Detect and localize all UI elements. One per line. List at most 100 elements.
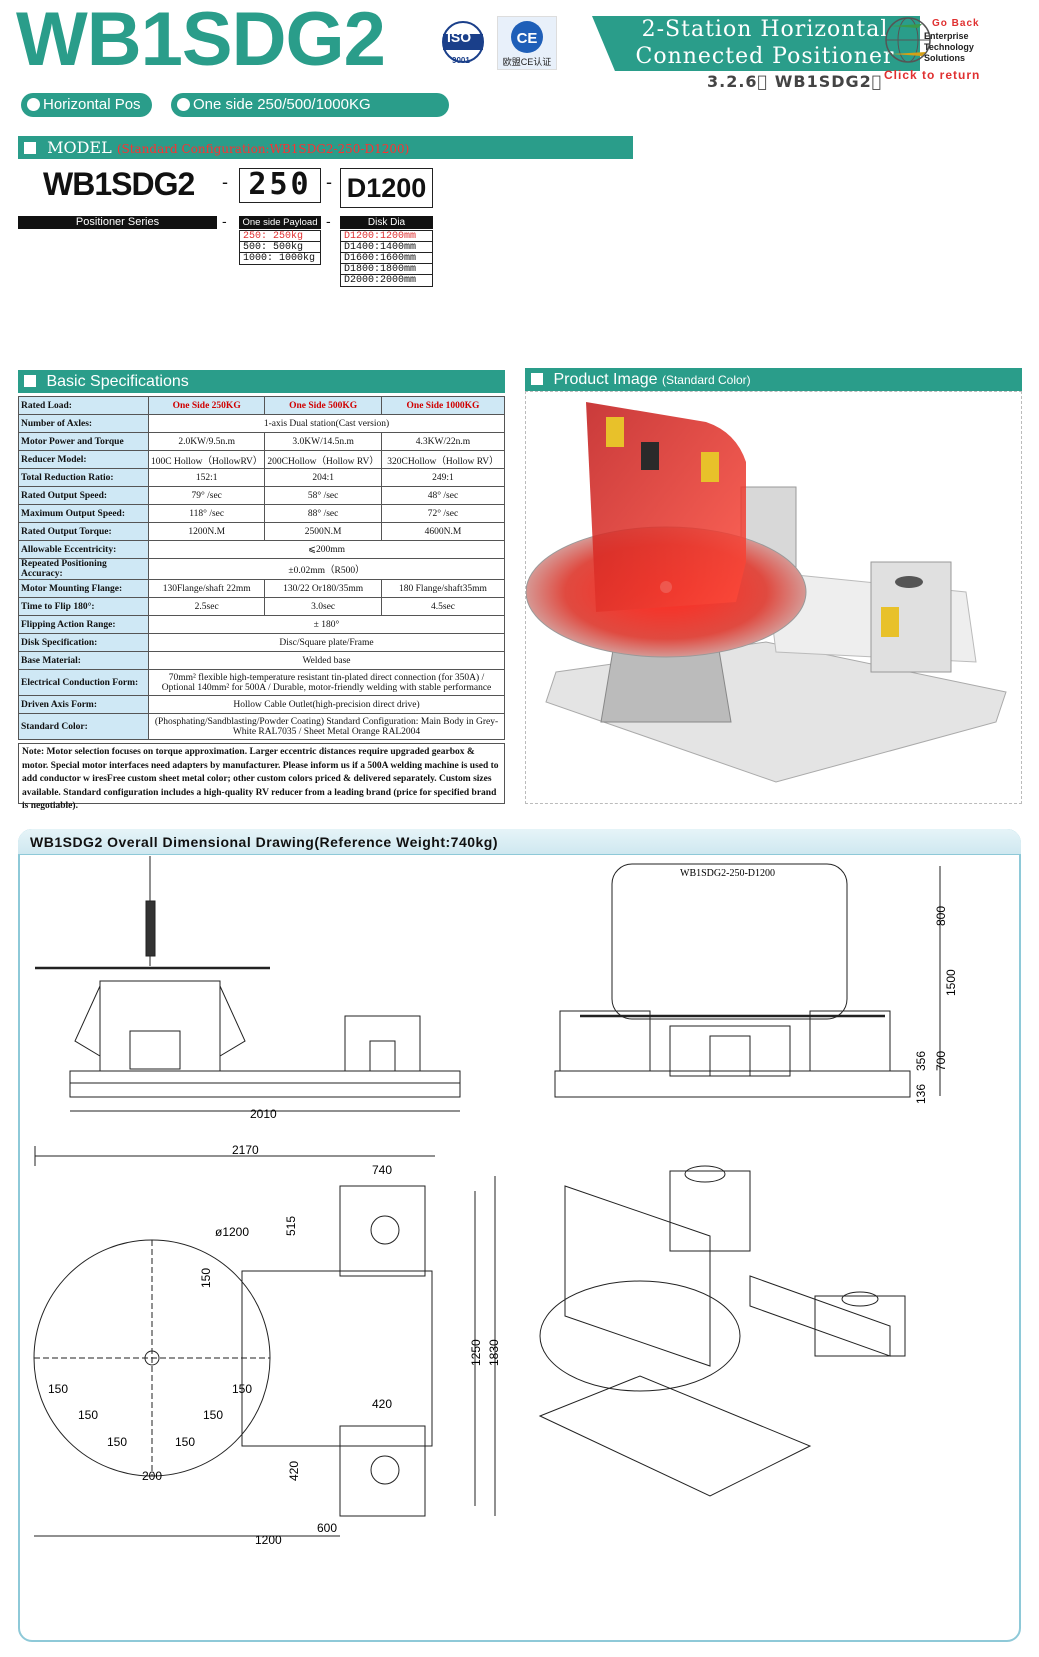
dim-740: 740 — [372, 1163, 392, 1177]
payload-option: 250: 250kg — [239, 230, 321, 242]
table-row: Number of Axles:1-axis Dual station(Cast… — [18, 414, 505, 433]
spec-value: 152:1 — [147, 468, 266, 487]
product-label: Product Image — [553, 371, 658, 388]
table-row: Electrical Conduction Form:70mm² flexibl… — [18, 669, 505, 696]
model-standard-note: (Standard Configuration:WB1SDG2-250-D120… — [116, 142, 410, 156]
section-reference: 3.2.6  WB1SDG2  — [707, 72, 883, 91]
disk-option: D1800:1800mm — [340, 263, 433, 275]
spec-value: 4600N.M — [380, 522, 506, 541]
spec-value: 100C Hollow（HollowRV） — [147, 450, 266, 469]
spec-value: 200CHollow（Hollow RV） — [264, 450, 382, 469]
dash-1: - — [222, 172, 228, 192]
table-row: Flipping Action Range:± 180° — [18, 615, 505, 634]
spec-value: 88° /sec — [264, 504, 382, 523]
dim-200: 200 — [142, 1469, 162, 1483]
disk-option: D1400:1400mm — [340, 241, 433, 253]
table-row: Rated Load: One Side 250KG One Side 500K… — [18, 396, 506, 415]
spec-value: 3.0KW/14.5n.m — [264, 432, 382, 451]
spec-label: Disk Specification: — [18, 633, 149, 652]
spec-label: Driven Axis Form: — [18, 695, 149, 714]
disk-option: D1600:1600mm — [340, 252, 433, 264]
spec-value: 2.5sec — [147, 597, 266, 616]
spec-label: Reducer Model: — [18, 450, 149, 469]
spec-value: 48° /sec — [380, 486, 506, 505]
spec-value: 2.0KW/9.5n.m — [147, 432, 266, 451]
dash-3: - — [222, 213, 227, 229]
dim-420-horizontal: 420 — [372, 1397, 392, 1411]
side-view-label: WB1SDG2-250-D1200 — [680, 868, 775, 879]
spec-value: 4.5sec — [380, 597, 506, 616]
spec-label: Total Reduction Ratio: — [18, 468, 149, 487]
disk-code-box: D1200 — [340, 168, 433, 208]
product-color-note: (Standard Color) — [661, 373, 751, 387]
spec-label: Rated Load: — [18, 396, 149, 415]
dim-800: 800 — [934, 906, 948, 926]
disk-option: D1200:1200mm — [340, 230, 433, 242]
spec-value: 118° /sec — [147, 504, 266, 523]
go-back-text: Go Back — [932, 18, 980, 29]
page-title: WB1SDG2 — [16, 0, 386, 82]
spec-label: Motor Power and Torque — [18, 432, 149, 451]
spec-value: ⩽200mm — [148, 540, 505, 559]
specs-section-bar: Basic Specifications — [18, 370, 505, 393]
payload-pill: One side 250/500/1000KG — [171, 93, 449, 117]
table-row: Driven Axis Form:Hollow Cable Outlet(hig… — [18, 695, 505, 714]
spec-value: Disc/Square plate/Frame — [148, 633, 505, 652]
section-square-icon — [24, 142, 36, 154]
dim-150: 150 — [175, 1435, 195, 1449]
dim-diameter: ø1200 — [215, 1225, 249, 1239]
click-to-return[interactable]: Click to return — [884, 68, 981, 82]
spec-value: 204:1 — [264, 468, 382, 487]
spec-value: 70mm² flexible high-temperature resistan… — [148, 669, 505, 696]
dim-420-vertical: 420 — [287, 1461, 301, 1481]
globe-logo-icon — [885, 17, 931, 63]
spec-label: Motor Mounting Flange: — [18, 579, 149, 598]
ce-label: 欧盟CE认证 — [502, 56, 552, 67]
spec-value: Hollow Cable Outlet(high-precision direc… — [148, 695, 505, 714]
series-label-bar: Positioner Series — [18, 216, 217, 229]
iso-badge-icon — [442, 21, 484, 63]
payload-option: 500: 500kg — [239, 241, 321, 253]
spec-value: 79° /sec — [147, 486, 266, 505]
spec-value: 3.0sec — [264, 597, 382, 616]
dim-1500: 1500 — [944, 969, 958, 996]
dim-150: 150 — [107, 1435, 127, 1449]
spec-table: Rated Load: One Side 250KG One Side 500K… — [18, 396, 506, 740]
spec-value: 1200N.M — [147, 522, 266, 541]
iso-logo: ISO 9001 — [433, 16, 493, 68]
positioner-render-image — [525, 402, 1007, 783]
dimensional-drawing: 2010 WB1SDG2-250-D1200 800 1500 356 700 … — [33, 856, 958, 1547]
banner-line-1: 2-Station Horizontal — [641, 17, 889, 42]
spec-value: (Phosphating/Sandblasting/Powder Coating… — [148, 713, 505, 740]
table-row: Repeated Positioning Accuracy:±0.02mm（R5… — [18, 558, 505, 580]
table-row: Motor Mounting Flange:130Flange/shaft 22… — [18, 579, 506, 598]
dim-356: 356 — [914, 1051, 928, 1071]
spec-label: Repeated Positioning Accuracy: — [18, 558, 149, 580]
spec-value: One Side 1000KG — [380, 396, 506, 415]
section-square-icon — [24, 375, 36, 387]
specs-label: Basic Specifications — [46, 373, 189, 390]
dim-700: 700 — [934, 1051, 948, 1071]
dim-150: 150 — [232, 1382, 252, 1396]
spec-value: 72° /sec — [380, 504, 506, 523]
spec-value: 320CHollow（Hollow RV） — [380, 450, 506, 469]
dim-150: 150 — [203, 1408, 223, 1422]
ce-logo: CE 欧盟CE认证 — [497, 16, 557, 70]
product-image-frame — [525, 391, 1022, 804]
spec-label: Allowable Eccentricity: — [18, 540, 149, 559]
type-pill: Horizontal Pos — [21, 93, 152, 117]
spec-label: Number of Axles: — [18, 414, 149, 433]
dim-150: 150 — [199, 1268, 213, 1288]
spec-label: Flipping Action Range: — [18, 615, 149, 634]
spec-label: Rated Output Torque: — [18, 522, 149, 541]
dim-1830: 1830 — [487, 1339, 501, 1366]
spec-value: One Side 250KG — [147, 396, 266, 415]
section-square-icon — [531, 373, 543, 385]
dim-2170: 2170 — [232, 1143, 259, 1157]
